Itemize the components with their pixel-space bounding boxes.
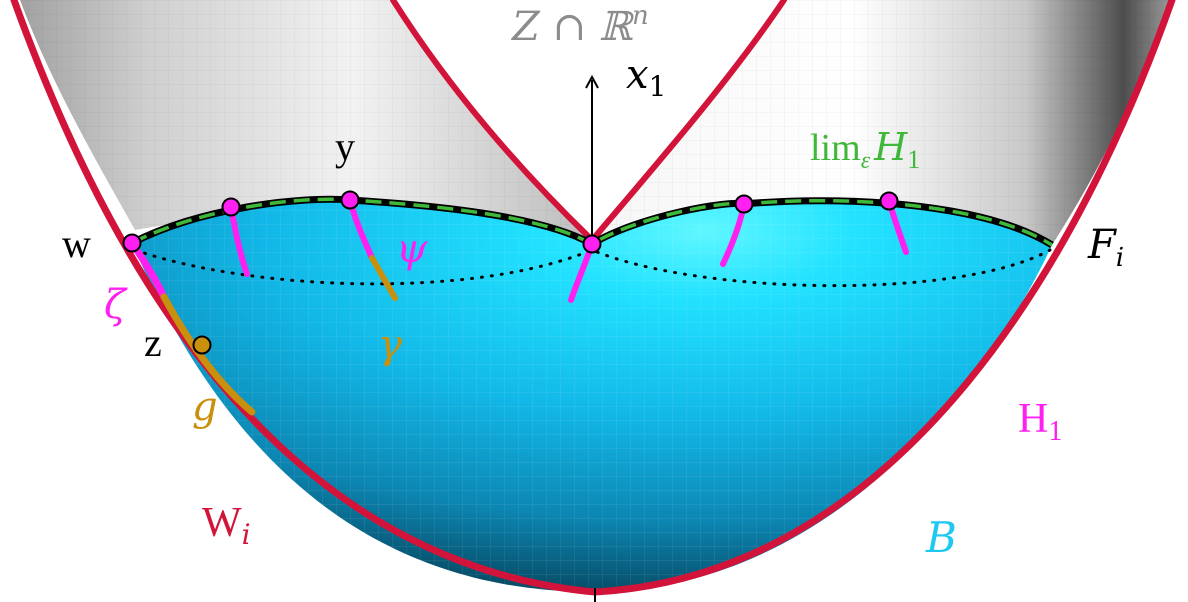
right-outer-boundary-H1 (591, 0, 1176, 596)
right-tube-mesh (592, 0, 1170, 245)
label-F-i: Fi (1087, 222, 1124, 273)
point-w (122, 233, 142, 253)
label-H1: H1 (1018, 396, 1062, 447)
right-inner-boundary (591, 0, 787, 241)
point-z (192, 335, 212, 355)
label-psi: ψ (396, 226, 428, 272)
label-w: w (62, 221, 91, 266)
point-y (340, 190, 360, 210)
label-y: y (335, 124, 355, 169)
label-zeta: ζ (104, 282, 128, 328)
label-g: g (192, 384, 218, 430)
label-z: z (144, 320, 162, 365)
dotted-equator-curve (133, 248, 1052, 288)
point-3 (734, 194, 754, 214)
axis-x1-arrowhead (585, 74, 599, 89)
left-tube-mesh (0, 0, 590, 238)
label-B: B (925, 513, 957, 562)
point-origin (582, 234, 602, 254)
gamma-curve (369, 255, 398, 301)
bowl-mesh (132, 199, 1052, 593)
axis-x1-label: x1 (626, 52, 666, 103)
point-4 (879, 191, 899, 211)
g-segment (160, 293, 256, 416)
label-W-i: Wi (202, 500, 251, 551)
left-inner-boundary (390, 0, 593, 241)
title-label: Z ∩ ℝn (510, 1, 649, 50)
point-1 (221, 197, 241, 217)
label-gamma: γ (378, 322, 402, 368)
